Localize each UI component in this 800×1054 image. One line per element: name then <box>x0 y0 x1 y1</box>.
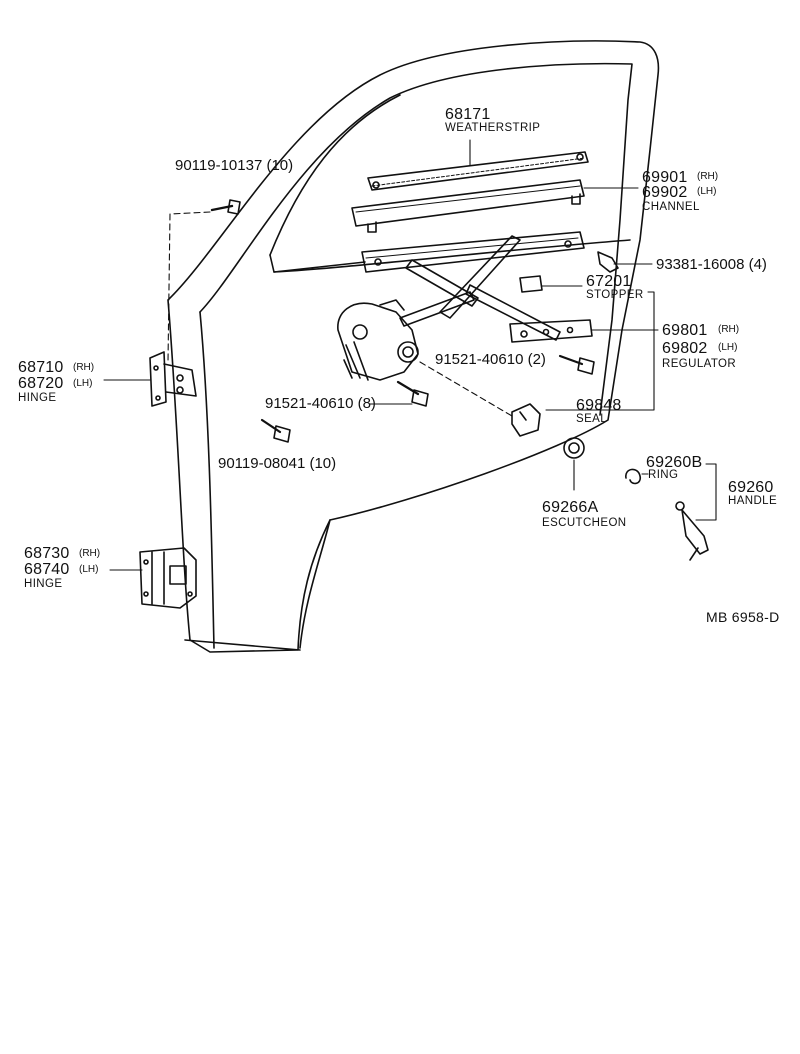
ring-name: RING <box>648 469 679 481</box>
lower-hinge-side-lh: (LH) <box>79 564 99 575</box>
upper-hinge-part-number-lh: 68720 <box>18 375 64 392</box>
ring-part <box>625 468 642 485</box>
bolt-top-left-part <box>210 199 241 215</box>
ring-part-number: 69260B <box>646 454 703 471</box>
seal-part <box>511 403 541 437</box>
handle-bracket <box>695 463 717 521</box>
bolt-regulator-8-label: 91521-40610 (8) <box>265 395 376 412</box>
channel-name: CHANNEL <box>642 201 700 213</box>
escutcheon-part <box>563 437 585 459</box>
lower-hinge-part-number-lh: 68740 <box>24 561 70 578</box>
bolt-regulator-2-part <box>558 354 595 375</box>
channel-side-rh: (RH) <box>697 171 719 182</box>
weatherstrip-part-number: 68171 <box>445 106 491 123</box>
weatherstrip-part <box>367 151 589 191</box>
lower-hinge-part <box>139 547 197 609</box>
lower-hinge-name: HINGE <box>24 578 63 590</box>
upper-hinge-side-rh: (RH) <box>73 362 95 373</box>
seal-part-number: 69848 <box>576 397 622 414</box>
bolt-regulator-8-part <box>396 380 429 407</box>
bolt-regulator-2-label: 91521-40610 (2) <box>435 351 546 368</box>
upper-hinge-part <box>149 351 197 407</box>
handle-part-number: 69260 <box>728 479 774 496</box>
channel-part <box>351 179 585 233</box>
seal-dashed-leader <box>419 361 513 417</box>
channel-side-lh: (LH) <box>697 186 717 197</box>
regulator-side-rh: (RH) <box>718 324 740 335</box>
regulator-part-number-rh: 69801 <box>662 322 708 339</box>
channel-part-number-rh: 69901 <box>642 169 688 186</box>
regulator-name: REGULATOR <box>662 358 737 370</box>
stopper-part <box>519 275 543 293</box>
escutcheon-name: ESCUTCHEON <box>542 517 627 529</box>
regulator-side-lh: (LH) <box>718 342 738 353</box>
bolt-top-left-dashed-leader <box>167 211 211 363</box>
door-shell <box>167 40 660 653</box>
channel-part-number-lh: 69902 <box>642 184 688 201</box>
bolt-right-part <box>597 251 653 273</box>
upper-hinge-part-number-rh: 68710 <box>18 359 64 376</box>
regulator-group-bracket <box>545 291 655 411</box>
escutcheon-part-number: 69266A <box>542 499 599 516</box>
lower-hinge-side-rh: (RH) <box>79 548 101 559</box>
bolt-top-left-label: 90119-10137 (10) <box>175 157 294 174</box>
regulator-part <box>337 231 593 381</box>
weatherstrip-name: WEATHERSTRIP <box>445 122 541 134</box>
bolt-lower-left-label: 90119-08041 (10) <box>218 455 337 472</box>
lower-hinge-part-number-rh: 68730 <box>24 545 70 562</box>
bolt-right-label: 93381-16008 (4) <box>656 256 767 273</box>
handle-part <box>675 501 709 561</box>
stopper-name: STOPPER <box>586 289 644 301</box>
bolt-lower-left-part <box>260 418 291 443</box>
handle-name: HANDLE <box>728 495 778 507</box>
regulator-part-number-lh: 69802 <box>662 340 708 357</box>
upper-hinge-name: HINGE <box>18 392 57 404</box>
seal-name: SEAL <box>576 413 608 425</box>
stopper-part-number: 67201 <box>586 273 632 290</box>
upper-hinge-side-lh: (LH) <box>73 378 93 389</box>
diagram-reference-code: MB 6958-D <box>706 609 780 625</box>
